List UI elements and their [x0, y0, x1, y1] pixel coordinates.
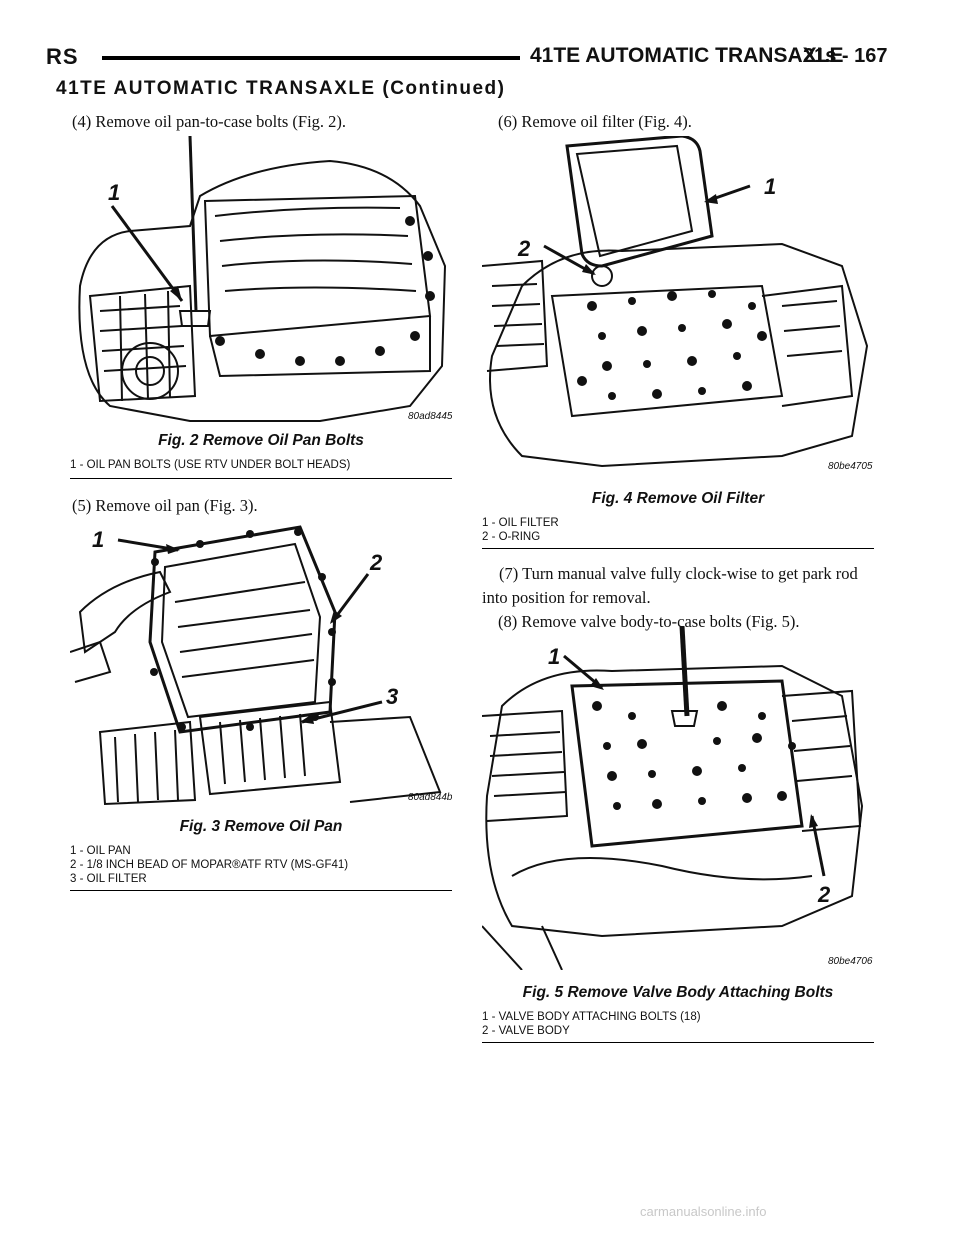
figure-2-image: 1 80ad8445 — [70, 136, 452, 426]
fig5-code: 80be4706 — [828, 956, 873, 967]
fig4-rule — [482, 548, 874, 549]
fig2-legend-1: 1 - OIL PAN BOLTS (USE RTV UNDER BOLT HE… — [70, 459, 351, 471]
fig4-legend-2: 2 - O-RING — [482, 531, 541, 543]
fig5-legend-1: 1 - VALVE BODY ATTACHING BOLTS (18) — [482, 1011, 701, 1023]
fig4-callout-2: 2 — [518, 236, 531, 261]
fig3-legend-3: 3 - OIL FILTER — [70, 873, 147, 885]
fig5-legend-2: 2 - VALVE BODY — [482, 1025, 570, 1037]
oil-filter-removal-illustration — [482, 136, 869, 468]
fig5-caption: Fig. 5 Remove Valve Body Attaching Bolts — [522, 984, 834, 1001]
fig5-callout-1: 1 — [548, 644, 561, 669]
fig4-callout-1: 1 — [764, 174, 777, 199]
fig3-callout-1: 1 — [92, 527, 105, 552]
oil-pan-removal-illustration — [70, 525, 442, 806]
section-title: 41TE AUTOMATIC TRANSAXLE (Continued) — [56, 78, 506, 99]
step-4: (4) Remove oil pan-to-case bolts (Fig. 2… — [72, 112, 347, 131]
figure-4-image: 1 2 80be4705 — [482, 136, 874, 476]
fig3-rule — [70, 890, 452, 891]
header-title: 41TE AUTOMATIC TRANSAXLE — [530, 44, 844, 67]
fig4-code: 80be4705 — [828, 461, 873, 472]
fig3-legend-1: 1 - OIL PAN — [70, 845, 131, 857]
fig2-callout-1: 1 — [108, 180, 121, 205]
fig3-callout-2: 2 — [370, 550, 383, 575]
figure-5-image: 1 2 80be4706 — [482, 626, 874, 970]
figure-3-image: 1 2 3 80ad844b — [70, 522, 452, 808]
transaxle-oil-pan-bolts-illustration — [78, 136, 447, 422]
step-5: (5) Remove oil pan (Fig. 3). — [72, 496, 258, 515]
fig5-callout-2: 2 — [818, 882, 831, 907]
footer-watermark[interactable]: carmanualsonline.info — [640, 1204, 767, 1219]
step-8: (8) Remove valve body-to-case bolts (Fig… — [498, 612, 800, 631]
header-page-number: 21s - 167 — [803, 45, 888, 67]
fig3-legend-2: 2 - 1/8 INCH BEAD OF MOPAR®ATF RTV (MS-G… — [70, 859, 349, 871]
valve-body-bolts-illustration — [482, 626, 864, 970]
fig4-legend-1: 1 - OIL FILTER — [482, 517, 559, 529]
step-6: (6) Remove oil filter (Fig. 4). — [498, 112, 692, 131]
fig3-callout-3: 3 — [386, 684, 399, 709]
fig3-caption: Fig. 3 Remove Oil Pan — [179, 818, 343, 835]
fig2-caption: Fig. 2 Remove Oil Pan Bolts — [158, 432, 364, 449]
fig2-code: 80ad8445 — [408, 411, 452, 422]
header-section-code: RS — [46, 44, 79, 69]
fig5-rule — [482, 1042, 874, 1043]
header-rule — [102, 56, 520, 60]
step-7: (7) Turn manual valve fully clock-wise t… — [482, 564, 858, 607]
fig3-code: 80ad844b — [408, 792, 452, 803]
fig4-caption: Fig. 4 Remove Oil Filter — [591, 490, 765, 507]
fig2-rule — [70, 478, 452, 479]
